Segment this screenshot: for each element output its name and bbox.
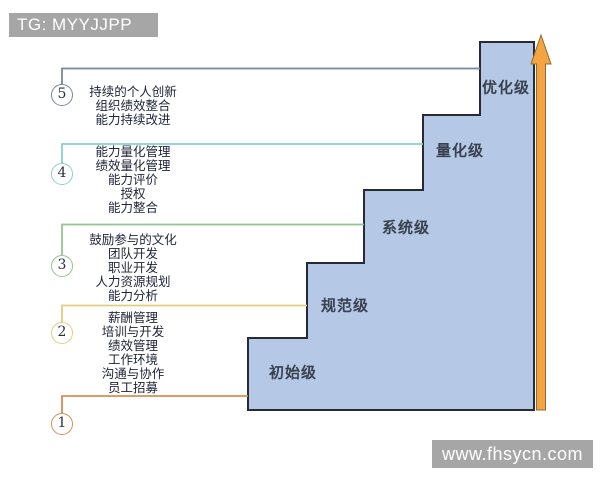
connector-level-3 bbox=[61, 223, 364, 255]
practice-item: 培训与开发 bbox=[101, 324, 165, 339]
growth-arrow bbox=[530, 33, 552, 411]
level-badge-2: 2 bbox=[51, 322, 73, 344]
step-label-initial: 初始级 bbox=[268, 364, 318, 382]
practice-item: 组织绩效整合 bbox=[95, 98, 171, 113]
practice-item: 能力整合 bbox=[107, 200, 158, 215]
level-badge-3: 3 bbox=[51, 255, 73, 277]
level-badge-5: 5 bbox=[51, 84, 73, 106]
practice-item: 鼓励参与的文化 bbox=[89, 232, 177, 247]
connector-level-5 bbox=[61, 67, 480, 84]
practice-item: 职业开发 bbox=[107, 260, 158, 275]
practice-item: 绩效量化管理 bbox=[95, 158, 171, 173]
practice-item: 能力分析 bbox=[107, 288, 158, 303]
practice-item: 沟通与协作 bbox=[101, 366, 165, 381]
practice-item: 能力量化管理 bbox=[95, 144, 171, 159]
practice-item: 员工招募 bbox=[107, 380, 158, 395]
step-label-systematic: 系统级 bbox=[381, 219, 431, 237]
connector-level-2 bbox=[61, 304, 307, 322]
practice-item: 绩效管理 bbox=[107, 338, 158, 353]
practice-item: 工作环境 bbox=[107, 352, 158, 367]
practice-item: 能力评价 bbox=[107, 172, 158, 187]
step-label-optimized: 优化级 bbox=[481, 79, 531, 97]
watermark-bottom-right: www.fhsycn.com bbox=[432, 440, 593, 468]
connector-level-4 bbox=[61, 143, 423, 163]
level-4-practices: 能力量化管理 绩效量化管理 能力评价 授权 能力整合 bbox=[45, 145, 221, 215]
watermark-top-left: TG: MYYJJPP bbox=[9, 13, 158, 37]
connector-level-1 bbox=[61, 395, 248, 413]
level-5-practices: 持续的个人创新 组织绩效整合 能力持续改进 bbox=[45, 85, 221, 127]
practice-item: 能力持续改进 bbox=[95, 112, 171, 127]
practice-item: 薪酬管理 bbox=[107, 310, 158, 325]
level-badge-1: 1 bbox=[51, 413, 73, 435]
practice-item: 人力资源规划 bbox=[95, 274, 171, 289]
practice-item: 持续的个人创新 bbox=[89, 84, 177, 99]
staircase-shape bbox=[247, 41, 535, 411]
practice-item: 授权 bbox=[120, 186, 146, 201]
level-3-practices: 鼓励参与的文化 团队开发 职业开发 人力资源规划 能力分析 bbox=[45, 233, 221, 303]
practice-item: 团队开发 bbox=[107, 246, 158, 261]
level-badge-4: 4 bbox=[51, 163, 73, 185]
level-2-practices: 薪酬管理 培训与开发 绩效管理 工作环境 沟通与协作 员工招募 bbox=[45, 311, 221, 395]
step-label-standardized: 规范级 bbox=[320, 297, 370, 315]
step-label-quantified: 量化级 bbox=[435, 142, 485, 160]
